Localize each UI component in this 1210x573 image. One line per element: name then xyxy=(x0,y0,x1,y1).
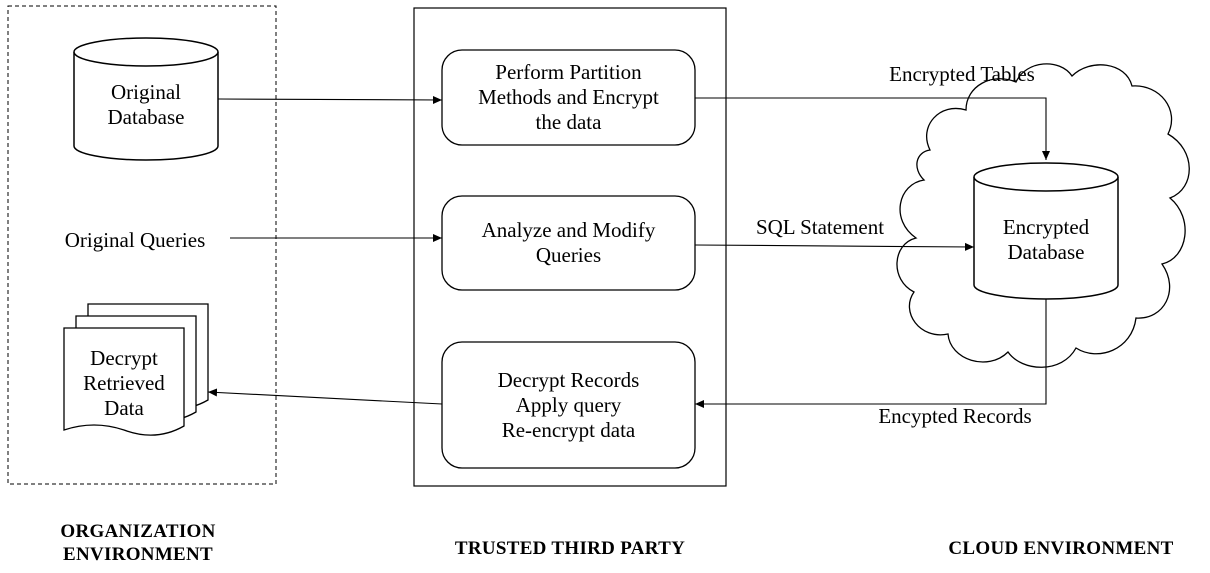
analyze-modify-label: Analyze and Modify Queries xyxy=(481,218,656,267)
encrypted-tables-label: Encrypted Tables xyxy=(889,62,1035,86)
arrow-encrypted-tables xyxy=(695,97,1050,160)
original-database-cylinder xyxy=(73,37,219,161)
organization-frame xyxy=(7,5,277,485)
analyze-modify-box xyxy=(441,195,696,291)
arrow-encrypted-records xyxy=(695,299,1047,408)
organization-caption: ORGANIZATION ENVIRONMENT xyxy=(60,521,216,565)
arrow-to-retrieved-data xyxy=(207,388,443,405)
trusted-party-caption: TRUSTED THIRD PARTY xyxy=(454,538,686,559)
arrow-sql-statement xyxy=(694,242,975,251)
encrypted-database-label: Encrypted Database xyxy=(1002,215,1090,264)
retrieved-data-documents xyxy=(63,303,209,436)
sql-statement-label: SQL Statement xyxy=(755,215,885,239)
arrow-database-to-partition xyxy=(217,95,443,104)
encrypted-records-label: Encypted Records xyxy=(878,404,1032,428)
decrypt-apply-label: Decrypt Records Apply query Re-encrypt d… xyxy=(497,367,640,442)
encrypted-database-cylinder xyxy=(973,162,1119,300)
original-queries-label: Original Queries xyxy=(64,228,206,252)
trusted-party-frame xyxy=(413,7,727,487)
partition-encrypt-label: Perform Partition Methods and Encrypt th… xyxy=(478,60,659,134)
decrypt-retrieved-label: Decrypt Retrieved Data xyxy=(83,345,165,420)
cloud-caption: CLOUD ENVIRONMENT xyxy=(948,538,1174,559)
original-database-label: Original Database xyxy=(107,80,185,129)
